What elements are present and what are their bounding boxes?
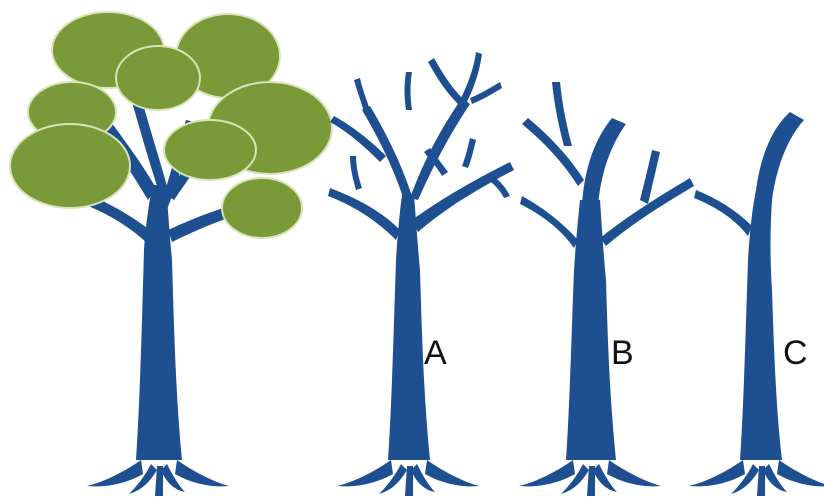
tree-trunk-stub-icon	[689, 112, 824, 496]
full-tree-foliage	[10, 12, 332, 238]
tree-bare-branches-icon	[328, 52, 514, 496]
tree-pruned-branches-icon	[519, 82, 694, 496]
tree-c-label: C	[783, 336, 808, 370]
tree-a-label: A	[424, 336, 447, 370]
tree-b-label: B	[611, 336, 634, 370]
tree-with-foliage-icon	[10, 12, 332, 496]
